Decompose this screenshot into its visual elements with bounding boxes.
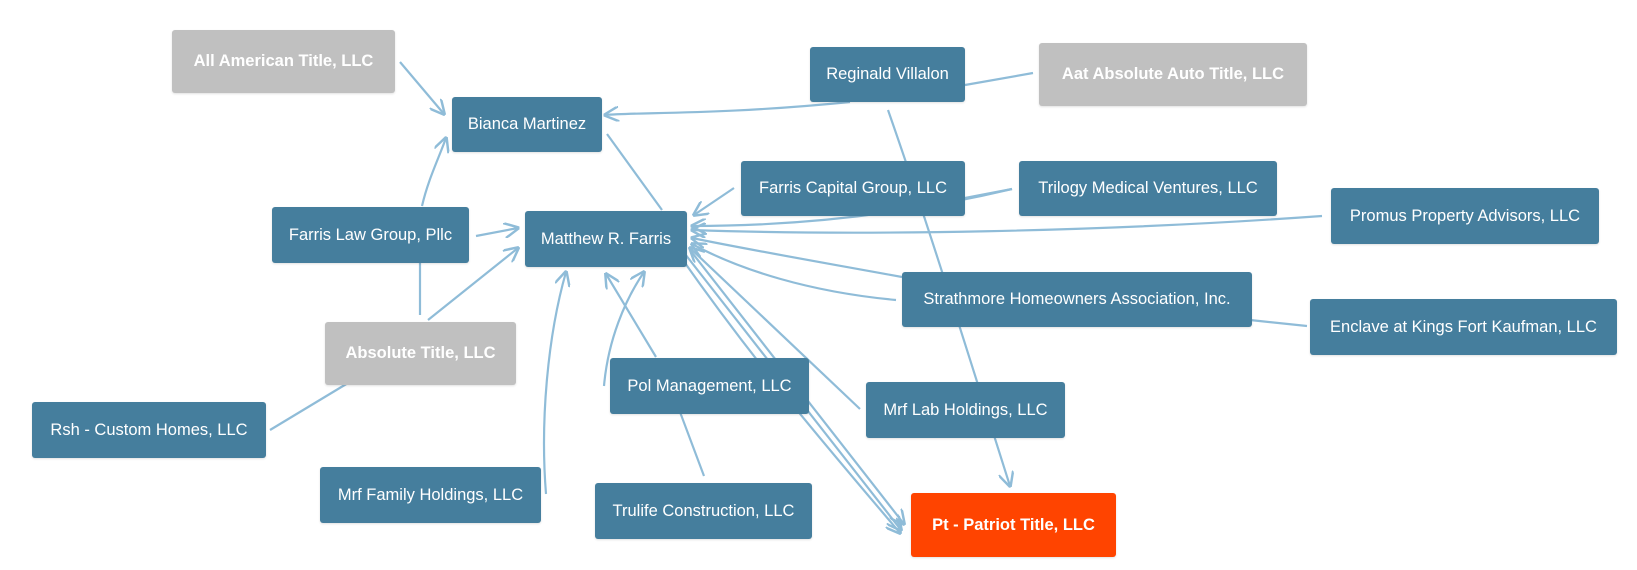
edge-reginald-bianca (605, 100, 851, 115)
node-pol-management[interactable]: Pol Management, LLC (610, 358, 809, 414)
edge-strathmore-matthew-a (692, 238, 903, 279)
edge-bianca-matthew (606, 133, 663, 211)
node-mrf-lab-holdings[interactable]: Mrf Lab Holdings, LLC (866, 382, 1065, 438)
edge-trulife-pol (678, 411, 706, 477)
edge-mrflab-matthew (690, 248, 861, 410)
node-farris-law-group[interactable]: Farris Law Group, Pllc (272, 207, 469, 263)
edge-lawgroup-matthew (475, 228, 518, 236)
node-aat-absolute-auto-title[interactable]: Aat Absolute Auto Title, LLC (1039, 43, 1307, 106)
edge-mrffamily-matthew (542, 272, 566, 495)
edge-allamerican-bianca (399, 61, 444, 114)
edge-trilogy-matthew (692, 187, 1013, 226)
edge-pol-matthew-b (606, 274, 657, 358)
node-promus-property-advisors[interactable]: Promus Property Advisors, LLC (1331, 188, 1599, 244)
edge-promus-matthew (692, 214, 1323, 233)
node-reginald-villalon[interactable]: Reginald Villalon (810, 47, 965, 102)
node-pt-patriot-title[interactable]: Pt - Patriot Title, LLC (911, 493, 1116, 557)
edge-rsh-absolute (269, 382, 349, 431)
node-bianca-martinez[interactable]: Bianca Martinez (452, 97, 602, 152)
node-rsh-custom-homes[interactable]: Rsh - Custom Homes, LLC (32, 402, 266, 458)
node-all-american-title[interactable]: All American Title, LLC (172, 30, 395, 93)
edge-aat-reginald (964, 71, 1034, 87)
edge-strathmore-matthew-b (692, 244, 897, 302)
node-trulife-construction[interactable]: Trulife Construction, LLC (595, 483, 812, 539)
edge-pol-matthew-a (602, 272, 644, 387)
node-farris-capital-group[interactable]: Farris Capital Group, LLC (741, 161, 965, 216)
edge-enclave-strathmore (1249, 318, 1308, 328)
edge-farriscapital-matthew (694, 187, 735, 215)
edge-lawgroup-bianca (420, 138, 446, 207)
node-enclave-kings-fort-kaufman[interactable]: Enclave at Kings Fort Kaufman, LLC (1310, 299, 1617, 355)
edge-trilogy-farriscapital (964, 187, 1013, 200)
node-matthew-r-farris[interactable]: Matthew R. Farris (525, 211, 687, 267)
node-mrf-family-holdings[interactable]: Mrf Family Holdings, LLC (320, 467, 541, 523)
node-strathmore-hoa[interactable]: Strathmore Homeowners Association, Inc. (902, 272, 1252, 327)
node-trilogy-medical-ventures[interactable]: Trilogy Medical Ventures, LLC (1019, 161, 1277, 216)
edge-absolute-matthew (427, 248, 518, 321)
node-absolute-title[interactable]: Absolute Title, LLC (325, 322, 516, 385)
